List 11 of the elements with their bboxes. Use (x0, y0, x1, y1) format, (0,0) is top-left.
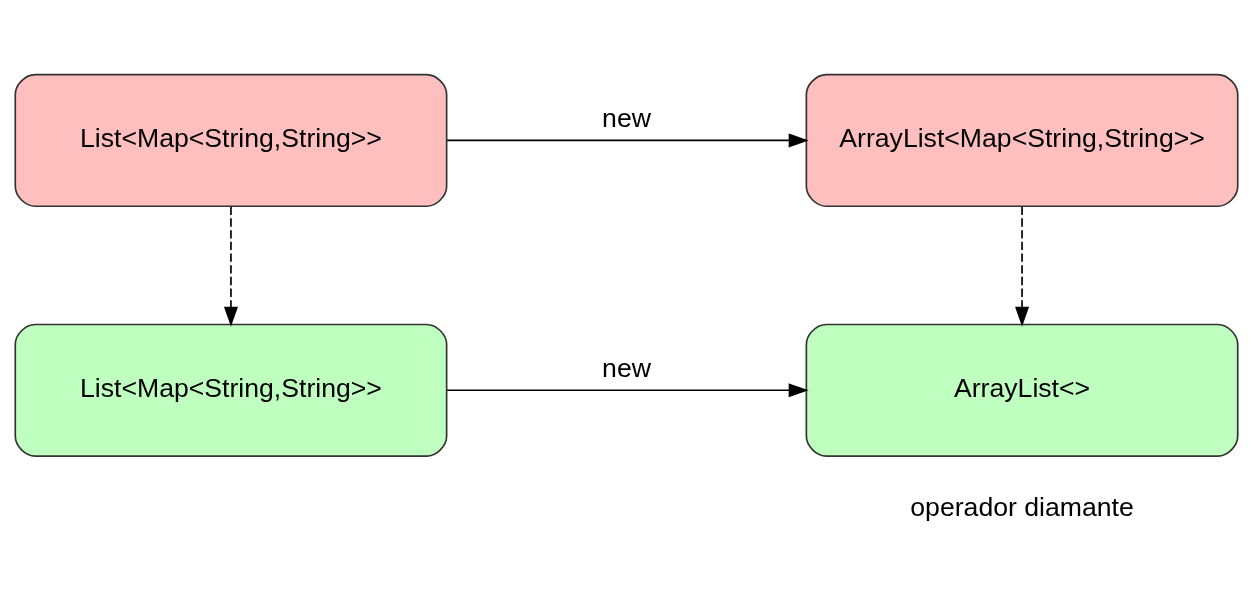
node-box: ArrayList<> (805, 323, 1239, 457)
node-box: List<Map<String,String>> (14, 323, 448, 457)
arrow (223, 206, 238, 327)
edge-label: new (602, 102, 651, 133)
node-label: operador diamante (910, 491, 1134, 522)
arrow (1015, 206, 1030, 327)
arrow (446, 383, 809, 398)
node-box: ArrayList<Map<String,String>> (805, 73, 1239, 208)
arrow (446, 133, 809, 148)
node-box: List<Map<String,String>> (14, 73, 448, 208)
edge-label: new (602, 352, 651, 383)
